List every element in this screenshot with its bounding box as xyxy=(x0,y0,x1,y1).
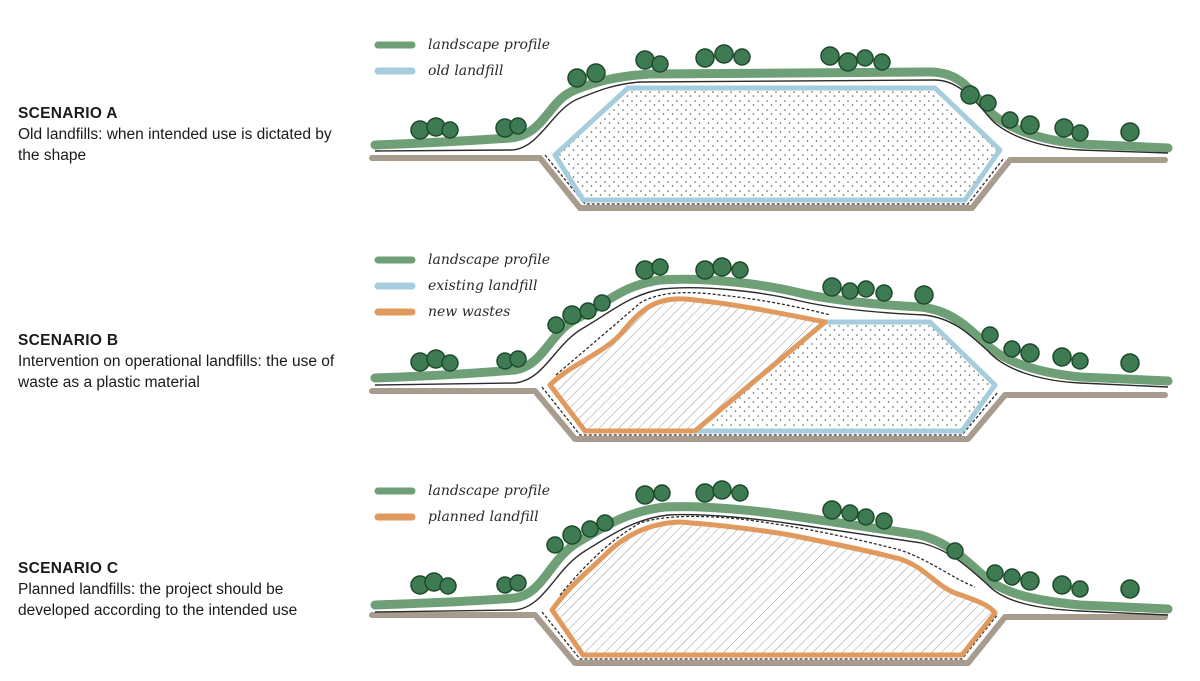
legend-label-existing-landfill: existing landfill xyxy=(428,278,537,294)
landfill-liner xyxy=(544,154,1005,205)
trees xyxy=(410,257,1140,373)
ground-line xyxy=(369,612,1168,666)
scenario-a-diagram: landscape profile old landfill xyxy=(369,37,1173,211)
landscape-profile xyxy=(370,502,1173,614)
new-wastes-liner xyxy=(555,291,831,376)
scenario-c-title: SCENARIO C xyxy=(18,560,119,577)
legend-label-landscape: landscape profile xyxy=(428,252,550,268)
scenario-b-title: SCENARIO B xyxy=(18,332,119,349)
landfill-liner xyxy=(541,386,999,436)
legend-label-planned-landfill: planned landfill xyxy=(428,509,539,525)
profile-outline xyxy=(374,513,1169,616)
scenario-a-legend: landscape profile old landfill xyxy=(374,37,550,79)
scenario-a-title: SCENARIO A xyxy=(18,105,118,122)
scenario-a-description: Old landfills: when intended use is dict… xyxy=(18,126,332,164)
scenario-b-diagram: landscape profile existing landfill new … xyxy=(369,252,1173,442)
scenario-b-description: Intervention on operational landfills: t… xyxy=(18,353,335,391)
profile-outline xyxy=(374,287,1169,388)
new-wastes-body xyxy=(547,296,828,434)
scenario-c-text: SCENARIO C Planned landfills: the projec… xyxy=(18,558,348,621)
scenario-a-text: SCENARIO A Old landfills: when intended … xyxy=(18,103,348,166)
ground-line xyxy=(369,388,1168,442)
trees xyxy=(410,480,1140,599)
trees xyxy=(410,44,1140,142)
scenario-c-legend: landscape profile planned landfill xyxy=(374,483,550,525)
legend-label-landscape: landscape profile xyxy=(428,37,550,53)
scenario-c-diagram: landscape profile planned landfill xyxy=(369,480,1173,666)
landfill-liner xyxy=(541,611,999,660)
scenario-b-legend: landscape profile existing landfill new … xyxy=(374,252,550,320)
old-landfill-body xyxy=(552,85,1003,203)
scenario-b-text: SCENARIO B Intervention on operational l… xyxy=(18,330,348,393)
planned-landfill-liner xyxy=(559,515,976,596)
legend-label-new-wastes: new wastes xyxy=(428,304,510,320)
ground-line xyxy=(369,155,1168,211)
legend-label-old-landfill: old landfill xyxy=(428,63,503,79)
legend-label-landscape: landscape profile xyxy=(428,483,550,499)
scenario-c-description: Planned landfills: the project should be… xyxy=(18,581,298,619)
landscape-profile xyxy=(370,67,1173,153)
planned-landfill-body xyxy=(549,519,998,658)
landscape-profile xyxy=(370,274,1173,386)
profile-outline xyxy=(374,79,1169,154)
